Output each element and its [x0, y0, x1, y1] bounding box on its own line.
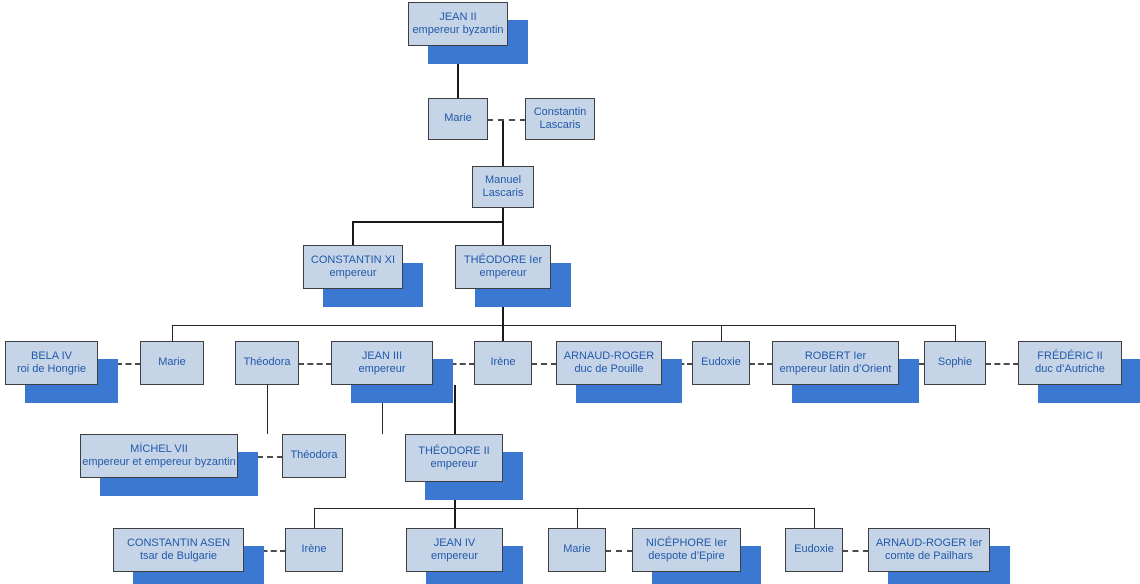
- connector-bus-marie2: [172, 325, 173, 341]
- spouse-link-bela4-marie2: [97, 363, 141, 365]
- connector-bus-eudoxie1: [721, 325, 722, 341]
- person-node-marie1[interactable]: Marie: [428, 98, 488, 140]
- person-title: empereur: [479, 267, 527, 279]
- person-node-irene1[interactable]: Irène: [474, 341, 532, 385]
- person-name: BELA IV: [31, 349, 72, 362]
- person-node-marie3[interactable]: Marie: [548, 528, 606, 572]
- person-node-theodora2[interactable]: Théodora: [282, 434, 346, 478]
- person-name: JEAN IV: [433, 536, 476, 549]
- connector-marie1-manuel: [502, 120, 504, 166]
- connector-bus-jean4: [454, 508, 456, 528]
- person-name: THÉODORE Ier: [463, 253, 543, 266]
- spouse-link-eudoxie2-arnaudroger1: [842, 550, 869, 552]
- connector-theodora1-theodora2: [267, 385, 268, 434]
- person-title: empereur et empereur byzantin: [82, 456, 236, 468]
- connector-manuel-down: [502, 208, 504, 222]
- person-title: Lascaris: [482, 187, 524, 199]
- spouse-link-theodora1-jean3: [298, 363, 332, 365]
- person-name: Constantin: [533, 105, 587, 118]
- person-name: ROBERT Ier: [804, 349, 867, 362]
- person-name: Sophie: [937, 356, 973, 369]
- person-node-theodora1[interactable]: Théodora: [235, 341, 299, 385]
- spouse-link-marie3-nicephore: [605, 550, 633, 552]
- person-node-sophie[interactable]: Sophie: [924, 341, 986, 385]
- person-name: Marie: [158, 356, 186, 369]
- spouse-link-sophie-frederic2: [985, 363, 1019, 365]
- connector-bus-sophie: [955, 325, 956, 341]
- person-name: Marie: [563, 543, 591, 556]
- person-name: THÉODORE II: [418, 444, 490, 457]
- connector-bus-irene1: [502, 325, 504, 341]
- person-title: empereur: [430, 458, 478, 470]
- person-name: ARNAUD-ROGER: [563, 349, 655, 362]
- person-node-eudoxie2[interactable]: Eudoxie: [785, 528, 843, 572]
- person-node-eudoxie1[interactable]: Eudoxie: [692, 341, 750, 385]
- connector-jean2-marie1: [457, 46, 459, 98]
- person-node-irene2[interactable]: Irène: [285, 528, 343, 572]
- person-name: Eudoxie: [701, 356, 741, 369]
- person-name: JEAN II: [439, 10, 477, 23]
- spouse-link-irene1-arnaudroger: [531, 363, 557, 365]
- connector-manuel-bus: [352, 221, 503, 223]
- person-name: Marie: [444, 112, 472, 125]
- connector-gen4-bus: [172, 325, 956, 326]
- person-name: Eudoxie: [794, 543, 834, 556]
- person-title: empereur: [430, 550, 479, 562]
- spouse-link-constantin-asen-irene2: [243, 550, 286, 552]
- person-title: Lascaris: [539, 119, 581, 131]
- person-title: empereur latin d’Orient: [779, 363, 892, 375]
- connector-theodore1-down: [502, 289, 504, 325]
- person-title: despote d’Epire: [648, 550, 725, 562]
- person-title: duc de Pouille: [574, 363, 644, 375]
- person-title: roi de Hongrie: [16, 363, 87, 375]
- person-name: NICÉPHORE Ier: [645, 536, 728, 549]
- person-name: Théodora: [243, 356, 291, 369]
- spouse-link-eudoxie1-robert1: [749, 363, 773, 365]
- person-name: Irène: [301, 543, 327, 556]
- person-name: Manuel: [484, 173, 522, 186]
- person-node-marie2[interactable]: Marie: [140, 341, 204, 385]
- person-title: duc d’Autriche: [1035, 363, 1105, 375]
- connector-bus-marie3: [577, 508, 578, 528]
- connector-bus-irene2: [314, 508, 315, 528]
- person-title: tsar de Bulgarie: [139, 550, 218, 562]
- person-name: Théodora: [290, 449, 338, 462]
- spouse-link-jean3-irene1: [432, 363, 475, 365]
- spouse-link-michel7-theodora2: [237, 456, 283, 458]
- connector-bus-eudoxie2: [814, 508, 815, 528]
- person-title: comte de Pailhars: [884, 550, 974, 562]
- person-name: CONSTANTIN XI: [310, 253, 396, 266]
- person-title: empereur byzantin: [412, 24, 504, 36]
- person-title: empereur: [358, 363, 406, 375]
- spouse-link-marie1-constantin-lascaris: [487, 119, 526, 121]
- person-name: CONSTANTIN ASEN: [126, 536, 231, 549]
- connector-gen6-bus: [314, 508, 814, 509]
- connector-irene1-theodore2: [454, 385, 456, 434]
- person-title: empereur: [329, 267, 377, 279]
- connector-jean3-down: [382, 385, 383, 434]
- person-name: MİCHEL VII: [130, 442, 188, 455]
- connector-bus-theodore1: [502, 221, 504, 245]
- person-name: JEAN III: [361, 349, 403, 362]
- person-name: Irène: [490, 356, 516, 369]
- person-name: ARNAUD-ROGER Ier: [875, 536, 983, 549]
- person-name: FRÉDÉRIC II: [1037, 349, 1103, 362]
- connector-bus-constantin11: [352, 221, 354, 245]
